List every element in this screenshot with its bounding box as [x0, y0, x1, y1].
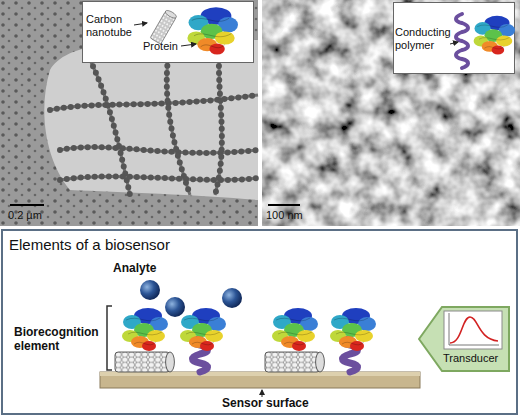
tem-micrograph — [215, 45, 222, 195]
tem-micrograph — [60, 176, 258, 180]
transducer-arrow: Transducer — [418, 306, 510, 372]
part-label: Carbon nanotube — [86, 13, 136, 38]
tem-micrograph — [215, 45, 222, 195]
part-label: Conducting polymer — [395, 26, 451, 51]
biosensor-panel: Elements of a biosensorTransducer — [1, 229, 518, 415]
inset-box: Carbon nanotubeProtein — [82, 1, 254, 63]
tem-micrograph — [90, 60, 130, 195]
part-label: Protein — [143, 40, 183, 53]
tem-micrograph — [60, 176, 258, 180]
sem-micrograph — [262, 0, 520, 226]
transducer-label: Transducer — [443, 352, 507, 365]
tem-micrograph — [50, 95, 258, 110]
tem-micrograph — [0, 0, 258, 226]
tem-micrograph — [10, 204, 44, 206]
component-label: Biorecognition element — [14, 326, 104, 354]
tem-micrograph — [167, 45, 190, 195]
tem-micrograph — [90, 60, 130, 195]
tem-micrograph — [44, 40, 258, 200]
transducer-outline — [419, 307, 509, 371]
sem-micrograph — [268, 204, 300, 206]
tem-micrograph — [60, 147, 258, 153]
tem-micrograph — [0, 0, 258, 226]
sem-micrograph — [262, 0, 520, 226]
tem-micrograph — [50, 95, 258, 110]
tem-micrograph — [167, 45, 190, 195]
tem-micrograph — [0, 0, 258, 226]
surface-label: Sensor surface — [222, 397, 342, 411]
panel-heading: Elements of a biosensor — [9, 236, 309, 253]
inset-box: Conducting polymer — [393, 2, 515, 74]
tem-micrograph — [50, 45, 258, 195]
scale-bar-label: 0.2 µm — [8, 209, 68, 222]
tem-micrograph — [50, 45, 258, 195]
tem-micrograph — [60, 147, 258, 153]
scale-bar-label: 100 nm — [266, 209, 326, 222]
analyte-label: Analyte — [113, 262, 183, 276]
